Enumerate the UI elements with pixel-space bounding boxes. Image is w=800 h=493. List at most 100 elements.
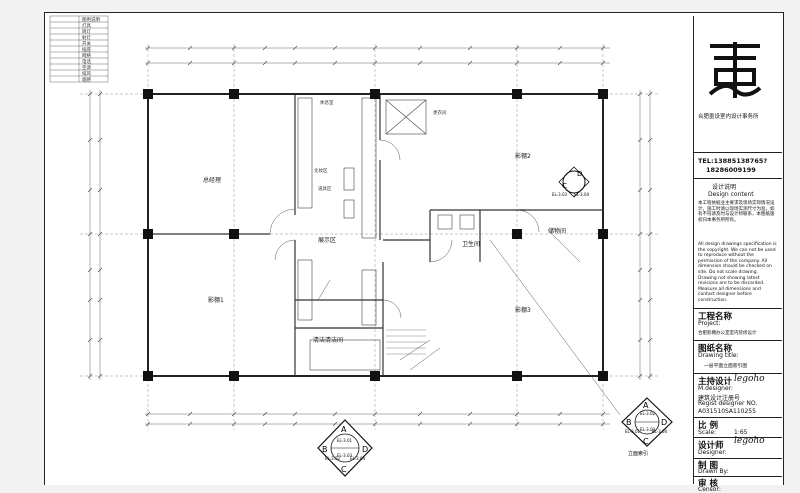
room-label: 影棚1 [208, 296, 224, 304]
dimension-tick [637, 337, 643, 343]
dimension-tick [87, 267, 93, 273]
dimension-tick [87, 187, 93, 193]
drawn-by-label-en: Drawn By: [698, 468, 729, 475]
dimension-tick [372, 60, 378, 66]
dimension-tick [417, 60, 423, 66]
dimension-tick [600, 60, 606, 66]
drawn-by-label-cn: 制 图 [698, 461, 718, 471]
design-content-en: Design content [708, 191, 754, 198]
interior-walls [148, 94, 603, 376]
marker-ref: EL-3.01 [337, 438, 352, 443]
dimension-tick [187, 45, 193, 51]
dimension-tick [187, 411, 193, 417]
room-label: 影棚3 [515, 306, 531, 314]
marker-letter: B [322, 445, 328, 454]
legend-table [49, 15, 109, 83]
marker-ref: EL-3.03 [640, 427, 655, 432]
legend-item: 烟感 [82, 76, 91, 83]
dimension-lines [89, 47, 651, 425]
marker-letter: C [341, 465, 347, 474]
dimension-tick [637, 137, 643, 143]
dimension-tick [145, 45, 151, 51]
dimension-tick [231, 45, 237, 51]
room-label: 更衣间 [433, 109, 447, 116]
dimension-tick [262, 421, 268, 427]
dimension-tick [557, 421, 563, 427]
marker-ref: EL-3.04 [350, 456, 365, 461]
dimension-tick [292, 411, 298, 417]
marker-letter: C [562, 182, 567, 190]
marker-ref: EL-3.04 [574, 192, 589, 197]
design-notes-en: All design drawings specification is the… [698, 242, 777, 303]
marker-letter: A [643, 401, 649, 410]
room-label: 休息室 [320, 99, 334, 106]
chief-designer-signature: legoho [734, 374, 765, 384]
index-lines [317, 229, 621, 416]
chief-designer-cn: 主持设计 [698, 377, 733, 387]
room-label: 总经理 [203, 176, 221, 184]
marker-letter: D [577, 170, 582, 178]
marker-ref: EL-3.03 [337, 453, 352, 458]
dimension-tick [647, 337, 653, 343]
registration-label-en: Regist designer NO. [698, 400, 758, 407]
dimension-tick [292, 421, 298, 427]
dimension-tick [262, 45, 268, 51]
design-content-cn: 设计说明 [712, 184, 737, 191]
elevation-marker-right: A B C D EL-3.02 EL-3.01 EL-3.03 EL-3.04 [621, 397, 673, 447]
dimension-tick [637, 267, 643, 273]
marker-letter: B [626, 418, 632, 427]
dimension-tick [637, 297, 643, 303]
dimension-tick [417, 411, 423, 417]
marker-ref: EL-3.03 [552, 192, 567, 197]
title-block: 合肥墨设室内设计事务所 TEL:13885138765? 18286009199… [693, 16, 782, 493]
dimension-tick [332, 60, 338, 66]
dimension-tick [514, 60, 520, 66]
dimension-tick [262, 60, 268, 66]
exterior-walls [147, 93, 604, 377]
company-logo-icon [708, 42, 762, 98]
design-notes-cn: 本工程依据业主要求及现场实际情况设计，施工时请以现场实测尺寸为准，如有不符请及时… [698, 201, 775, 223]
room-label: 储物间 [548, 227, 566, 235]
legend-item: 筒灯 [82, 28, 91, 35]
marker-ref: EL-3.01 [625, 429, 640, 434]
designer-label-cn: 设计师 [698, 441, 724, 451]
dimension-tick [97, 187, 103, 193]
designer-signature: legoho [734, 436, 765, 446]
marker-letter: C [643, 437, 649, 446]
dimension-tick [637, 187, 643, 193]
dimension-tick [97, 297, 103, 303]
phone-2: 18286009199 [706, 166, 756, 174]
legend-item: 灯具 [82, 22, 91, 29]
dimension-tick [87, 337, 93, 343]
structural-columns [143, 89, 608, 381]
cabinets [297, 97, 475, 371]
scale-label-cn: 比 例 [698, 421, 718, 431]
censor-label-en: Censor: [698, 486, 721, 493]
drawing-sheet [44, 12, 784, 485]
project-value: 合肥影棚办公室室内装修设计 [698, 331, 757, 336]
dimension-tick [467, 45, 473, 51]
dimension-tick [467, 411, 473, 417]
dimension-tick [647, 267, 653, 273]
chief-designer-en: M.designer: [698, 385, 734, 392]
room-label: 展示区 [318, 237, 336, 244]
dimension-tick [332, 411, 338, 417]
registration-number: A031510SA110255 [698, 408, 756, 415]
dimension-tick [292, 60, 298, 66]
phone-1: TEL:13885138765? [698, 157, 768, 165]
registration-label-cn: 建筑设计注册号 [698, 395, 741, 402]
drawing-title-label-en: Drawing title: [698, 352, 739, 359]
dimension-tick [332, 45, 338, 51]
dimension-tick [332, 421, 338, 427]
marker-letter: D [661, 418, 667, 427]
dimension-tick [647, 187, 653, 193]
marker-ref: EL-3.04 [652, 429, 667, 434]
dimension-tick [187, 60, 193, 66]
elevation-marker-room: C D EL-3.03 EL-3.04 [552, 166, 590, 198]
room-label: 化妆区 [314, 167, 328, 174]
elevation-marker-left: A B C D EL-3.01 EL-3.02 EL-3.03 EL-3.04 [317, 419, 373, 477]
marker-letter: D [362, 445, 368, 454]
dimension-tick [262, 411, 268, 417]
legend-title: 图例说明 [82, 16, 100, 23]
dimension-tick [145, 60, 151, 66]
